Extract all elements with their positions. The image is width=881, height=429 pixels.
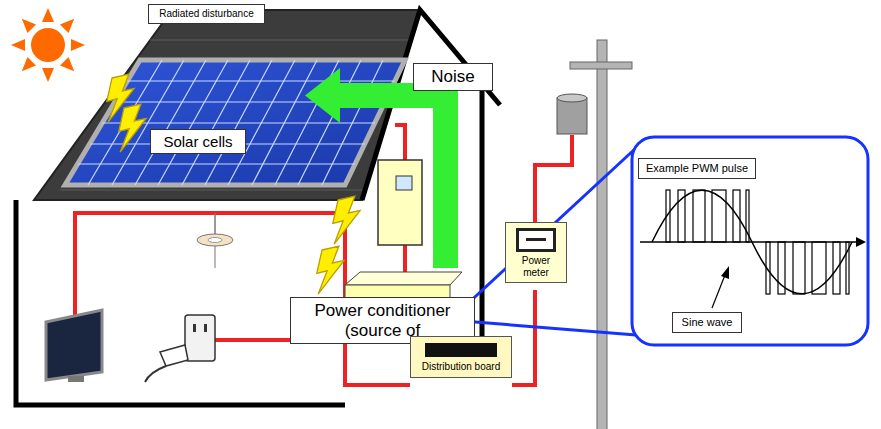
- board-panel: [425, 343, 497, 357]
- node-text: Noise: [419, 67, 487, 87]
- panel-grid: [78, 60, 395, 185]
- pwm-callout: [450, 137, 868, 345]
- junction-cabinet: [378, 160, 422, 245]
- label-box: Example PWM pulse: [638, 158, 756, 179]
- node-text: Radiated disturbance: [154, 8, 259, 20]
- ceiling-light: [197, 213, 233, 268]
- sun: [11, 8, 85, 82]
- meter-dial: [516, 228, 556, 252]
- roof-tiles: [60, 40, 410, 190]
- noise-arrow: [305, 68, 458, 268]
- distribution-board: Distribution board: [410, 336, 512, 378]
- node-text: Example PWM pulse: [644, 162, 750, 175]
- label-box: Solar cells: [150, 129, 246, 154]
- meter-needle: [526, 238, 546, 241]
- solar-panel: [65, 60, 405, 185]
- label-box: Sine wave: [672, 312, 742, 333]
- television: [46, 310, 102, 382]
- label-box: Radiated disturbance: [148, 4, 265, 24]
- power-meter: Power meter: [505, 222, 567, 283]
- power-wiring: [75, 125, 572, 385]
- node-text: Distribution board: [414, 361, 508, 373]
- label-box: Noise: [413, 63, 493, 91]
- node-text: Solar cells: [156, 133, 240, 150]
- radiated-noise-bolts: [107, 74, 360, 294]
- wall-outlet: [145, 315, 215, 382]
- node-text: Power meter: [509, 255, 563, 278]
- house-outline: [16, 10, 500, 405]
- node-text: Power conditioner (source of: [296, 301, 469, 340]
- node-text: Sine wave: [678, 316, 736, 329]
- utility-pole: [557, 40, 632, 429]
